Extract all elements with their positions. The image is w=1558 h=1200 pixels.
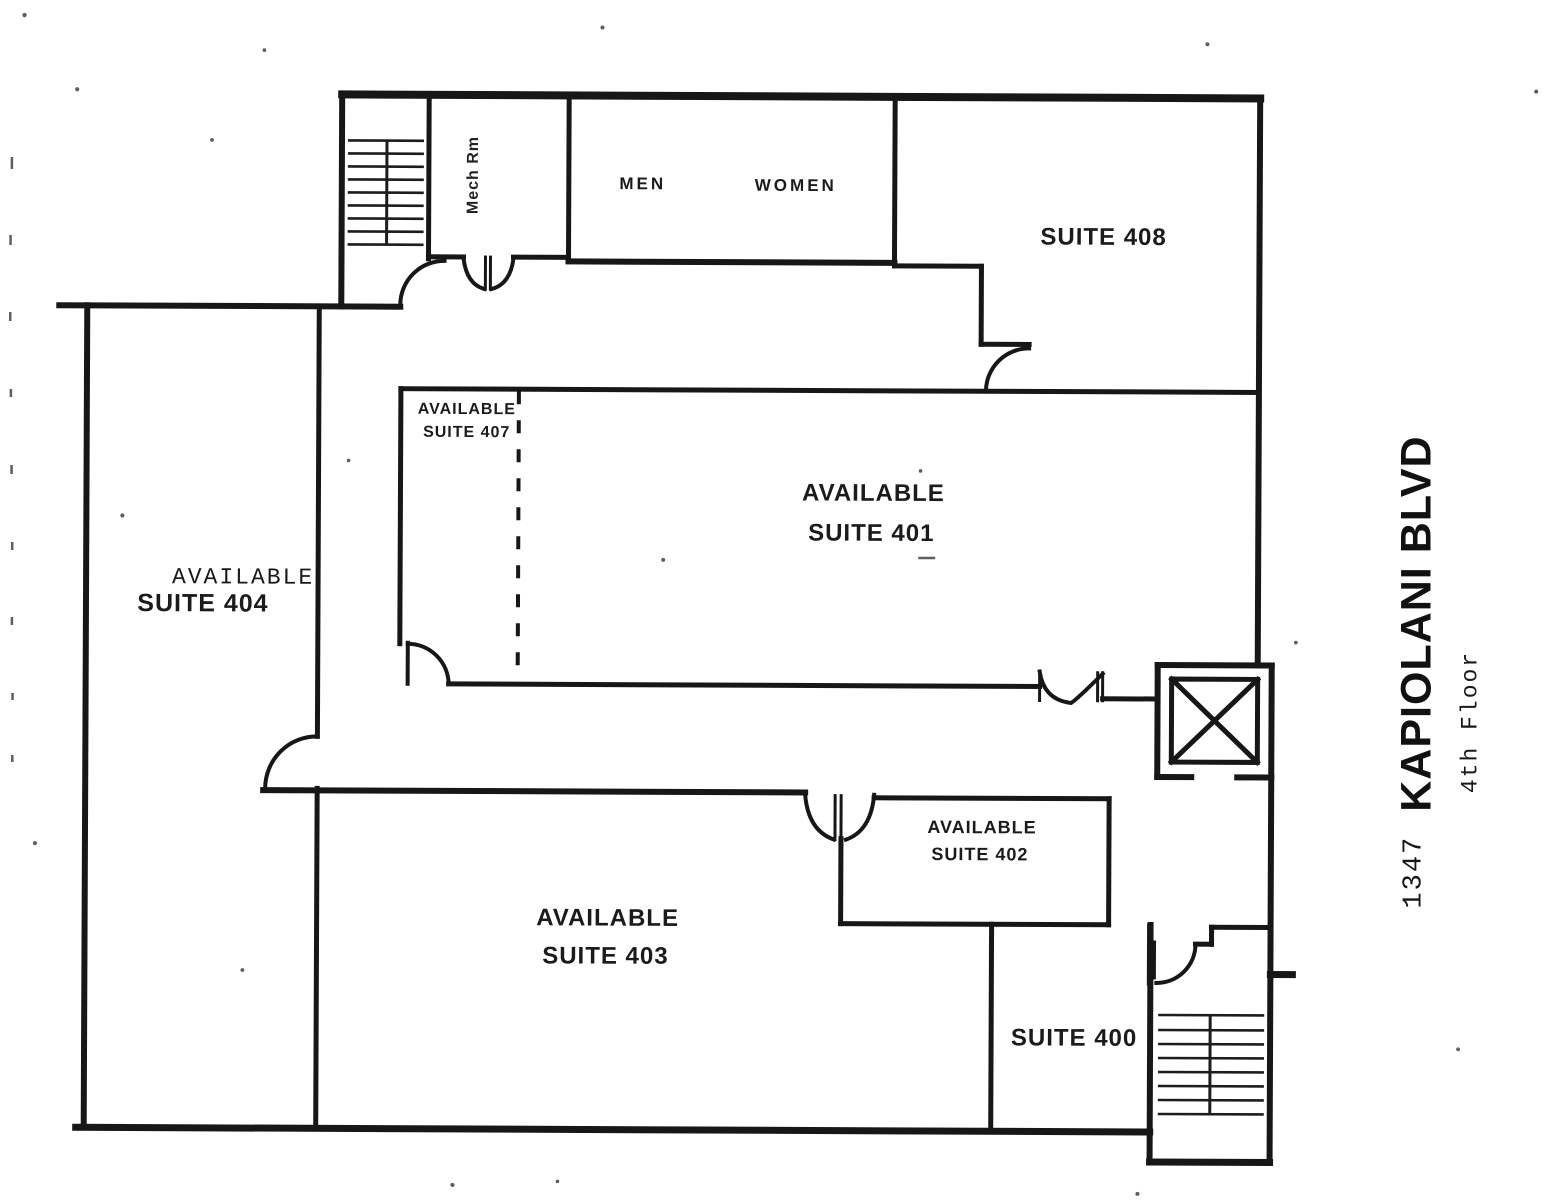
door-arc-stairs-top [398,258,447,307]
elevator-x-icon [1167,675,1262,766]
door-arc-suite-404 [263,734,320,791]
label-suite-401: SUITE 401 [808,519,935,548]
doors [263,255,1198,986]
label-suite-404: SUITE 404 [137,589,269,618]
door-arc-mech-right [488,255,516,292]
door-arc-suite-402 [843,792,877,843]
scan-speckles [8,12,1539,1196]
label-suite-408: SUITE 408 [1040,223,1167,252]
label-suite-401-status: AVAILABLE [802,479,945,508]
label-women-restroom: WOMEN [754,175,837,196]
label-suite-402: SUITE 402 [931,844,1029,865]
elevator-cab [1168,676,1261,765]
walls [56,90,1296,1167]
street-name: KAPIOLANI BLVD [1392,435,1441,812]
elevator [1154,661,1275,781]
door-leaf-mech [483,255,493,291]
label-suite-400: SUITE 400 [1010,1024,1138,1052]
door-arc-stairs-bottom [1154,942,1198,985]
address-number: 1347 [1399,835,1430,909]
door-leaf-suite-402 [833,794,843,842]
label-suite-404-status: AVAILABLE [171,564,315,591]
label-mech-rm: Mech Rm [464,135,483,215]
door-arc-corridor [803,792,837,843]
door-arc-suite-408 [983,346,1032,394]
label-suite-403-status: AVAILABLE [536,904,680,932]
partition-dashed-line [515,391,521,685]
floor-label: 4th Floor [1457,650,1484,794]
label-men-restroom: MEN [619,174,667,194]
door-leaf-suite-401 [1038,669,1105,703]
label-suite-407-status: AVAILABLE [417,400,516,419]
label-suite-402-status: AVAILABLE [927,816,1037,838]
label-suite-403: SUITE 403 [542,942,669,970]
stairs-bottom-right [1157,1013,1265,1116]
door-arc-suite-401-left [1037,669,1071,705]
street-address: 1347 KAPIOLANI BLVD [1392,435,1441,909]
left-margin-marks [8,156,14,763]
stairs-top-left [347,139,425,247]
label-suite-407: SUITE 407 [423,423,511,442]
door-leaf-stairs-bottom [1146,923,1157,986]
door-arc-suite-407 [405,641,451,686]
door-arc-mech-left [461,255,487,292]
